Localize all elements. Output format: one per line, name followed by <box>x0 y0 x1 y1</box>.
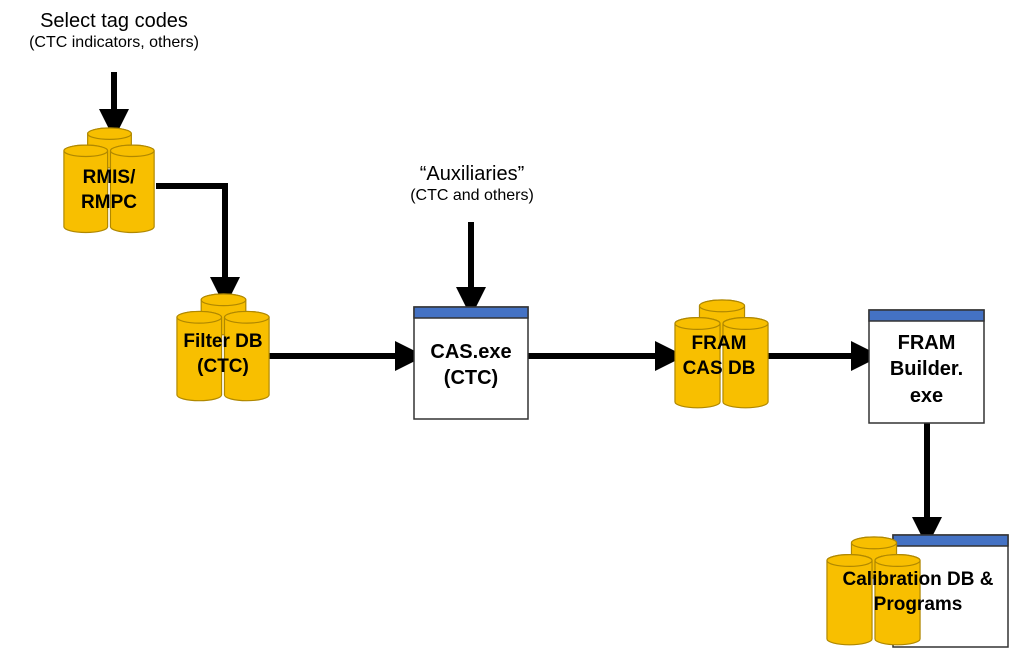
cas-exe-label: CAS.exe (CTC) <box>414 339 528 392</box>
calibration-database-icon <box>826 536 921 646</box>
rmis-label-line2: RMPC <box>81 191 137 213</box>
arrow-rmis-to-filter-db <box>156 183 240 307</box>
fram-cas-database-icon <box>674 299 769 409</box>
fram-builder-label: FRAM Builder. exe <box>869 330 984 409</box>
filter-label-line1: Filter DB <box>183 331 263 352</box>
filter-label-line2: (CTC) <box>197 355 249 377</box>
rmis-label-line1: RMIS/ <box>82 167 136 188</box>
cas-label-line1: CAS.exe <box>430 341 512 363</box>
cas-label-line2: (CTC) <box>443 367 499 390</box>
calibration-label-line1: Calibration DB & <box>842 569 994 590</box>
fram-builder-label-line2: Builder. <box>889 358 964 381</box>
rmis-database-label: RMIS/ RMPC <box>58 166 160 215</box>
fram-builder-process-box <box>868 309 985 424</box>
auxiliaries-title: “Auxiliaries” <box>419 163 525 185</box>
calibration-label-line2: Programs <box>873 593 963 615</box>
fram-builder-label-line3: exe <box>909 384 944 407</box>
fram-cas-label-line1: FRAM <box>691 333 747 354</box>
calibration-database-label: Calibration DB & Programs <box>818 568 1018 617</box>
filter-database-icon <box>176 293 270 402</box>
filter-database-label: Filter DB (CTC) <box>168 330 278 379</box>
auxiliaries-subtitle: (CTC and others) <box>410 186 534 204</box>
auxiliaries-label: “Auxiliaries” (CTC and others) <box>372 163 572 205</box>
fram-builder-label-line1: FRAM <box>897 332 956 354</box>
cas-exe-process-box <box>413 306 529 420</box>
select-tag-codes-title: Select tag codes <box>40 10 188 32</box>
fram-cas-database-label: FRAM CAS DB <box>668 332 770 381</box>
rmis-database-icon <box>63 127 155 234</box>
select-tag-codes-subtitle: (CTC indicators, others) <box>29 33 199 51</box>
select-tag-codes-label: Select tag codes (CTC indicators, others… <box>0 10 228 52</box>
fram-cas-label-line2: CAS DB <box>682 357 756 379</box>
